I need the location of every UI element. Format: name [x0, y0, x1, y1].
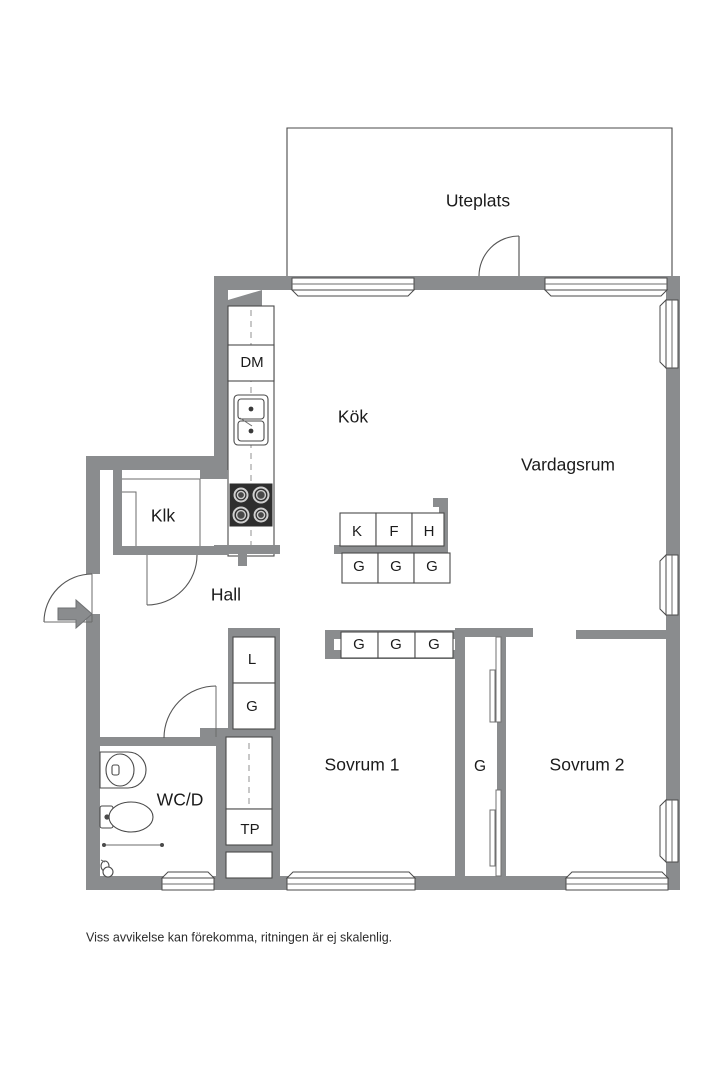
unit-label-g-h2: G [390, 636, 402, 653]
room-label-uteplats: Uteplats [446, 191, 510, 211]
window-icon [543, 277, 669, 297]
unit-h: H [411, 512, 445, 547]
plan-caption: Viss avvikelse kan förekomma, ritningen … [86, 930, 392, 944]
unit-g-h1: G [340, 631, 379, 659]
unit-g-h2: G [377, 631, 416, 659]
room-label-sovrum-2: Sovrum 2 [550, 755, 625, 775]
unit-label-g-k3: G [426, 558, 438, 575]
unit-tp: TP [225, 808, 273, 846]
unit-label-h: H [424, 523, 435, 540]
unit-g-k3: G [413, 552, 451, 584]
unit-label-g-h1: G [353, 636, 365, 653]
unit-dm: DM [227, 344, 275, 382]
unit-label-g-mid: G [474, 758, 486, 775]
room-label-kok: Kök [338, 407, 368, 427]
window-icon [564, 871, 670, 891]
window-icon [659, 798, 679, 864]
klk-closet: Klk [113, 470, 228, 606]
room-labels: Uteplats Kök Vardagsrum Hall Sovrum 1 So… [211, 191, 625, 775]
unit-label-k: K [352, 523, 362, 540]
window-icon [290, 277, 416, 297]
uteplats-door [478, 235, 520, 277]
window-icon [659, 298, 679, 370]
unit-g-k2: G [377, 552, 415, 584]
hall-wardrobe-row: G G G [325, 630, 460, 659]
wc-fixtures: WC/D [99, 751, 204, 878]
unit-k: K [339, 512, 377, 547]
middle-wardrobe: G [474, 636, 502, 877]
entry-arrow-icon [57, 598, 93, 630]
unit-label-g-k1: G [353, 558, 365, 575]
unit-label-g-l: G [246, 698, 258, 715]
unit-label-dm: DM [240, 354, 263, 371]
unit-g-l: G [232, 682, 276, 730]
toilet-icon [99, 801, 154, 833]
unit-label-tp: TP [240, 821, 259, 838]
uteplats-outline [286, 127, 673, 276]
sliding-door-upper [489, 636, 502, 723]
unit-label-f: F [389, 523, 398, 540]
kitchen-counter-column: DM [214, 305, 280, 566]
room-label-sovrum-1: Sovrum 1 [325, 755, 400, 775]
unit-f: F [375, 512, 413, 547]
window-icon [160, 871, 216, 891]
sink-icon [233, 394, 269, 446]
washbasin-icon [99, 751, 147, 789]
entry-door [43, 573, 93, 630]
closet-column-hall: L G TP [225, 636, 276, 879]
window-group [160, 277, 679, 891]
unit-g-h3: G [414, 631, 454, 659]
stove-icon [229, 483, 273, 527]
unit-label-g-h3: G [428, 636, 440, 653]
unit-l: L [232, 636, 276, 684]
window-icon [285, 871, 417, 891]
room-label-wc-d: WC/D [157, 790, 204, 810]
sliding-door-lower [489, 789, 502, 877]
room-label-hall: Hall [211, 585, 241, 605]
unit-label-g-k2: G [390, 558, 402, 575]
wc-door [163, 685, 217, 739]
floor-drain-icon [100, 859, 114, 878]
window-icon [659, 553, 679, 617]
kitchen-island: K F H G G G [334, 498, 451, 584]
unit-label-l: L [248, 651, 256, 668]
room-label-klk: Klk [151, 506, 176, 526]
towel-rail-icon [102, 843, 164, 847]
unit-g-k1: G [341, 552, 379, 584]
closet-middle [225, 736, 273, 810]
room-label-vardagsrum: Vardagsrum [521, 455, 615, 475]
